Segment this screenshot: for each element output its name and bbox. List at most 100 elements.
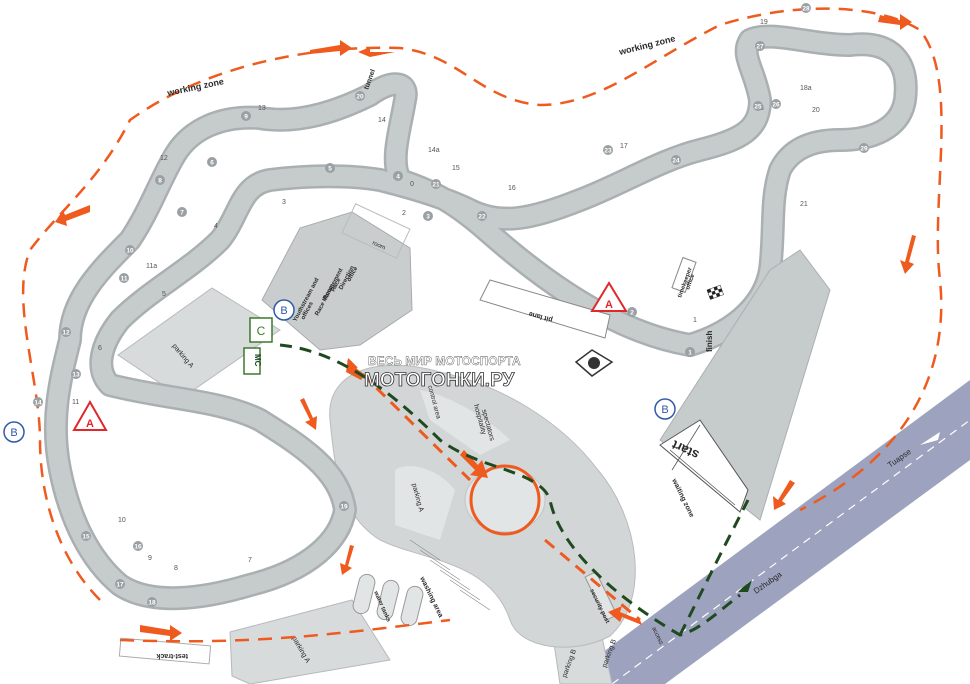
turn-number: 18a [800, 85, 812, 92]
svg-text:24: 24 [672, 158, 680, 165]
marshal-post: 19 [339, 501, 349, 511]
svg-text:6: 6 [210, 160, 214, 167]
svg-text:12: 12 [62, 330, 70, 337]
green-route [279, 343, 752, 637]
marker-a-letter: A [86, 418, 94, 430]
svg-text:27: 27 [756, 44, 764, 51]
marshal-post: 22 [477, 211, 487, 221]
marshal-post: 4 [393, 171, 403, 181]
marshal-post: 7 [177, 207, 187, 217]
svg-text:20: 20 [356, 94, 364, 101]
svg-text:23: 23 [604, 148, 612, 155]
turn-number: 15 [452, 165, 460, 172]
svg-text:7: 7 [180, 210, 184, 217]
route-arrow-icon [300, 398, 317, 430]
turn-number: 11 [72, 399, 79, 406]
marker-b-paddock: B [273, 299, 295, 321]
watermark-line-2: МОТОГОНКИ.РУ [364, 370, 514, 391]
marshal-post: 9 [241, 111, 251, 121]
marker-a-right: A [590, 281, 628, 312]
turn-number: 3 [282, 199, 286, 206]
route-arrow-icon [900, 235, 916, 274]
svg-text:10: 10 [126, 248, 134, 255]
working-zone-left-label: working zone [165, 76, 224, 98]
turn-number: 16 [508, 185, 516, 192]
marshal-post: 10 [125, 245, 135, 255]
route-arrow-icon [55, 205, 90, 226]
orange-arrows [55, 14, 916, 641]
svg-text:13: 13 [72, 372, 80, 379]
turn-number: 6 [98, 345, 102, 352]
svg-text:16: 16 [134, 544, 142, 551]
marshal-post: 1 [685, 347, 695, 357]
turn-number: 19 [760, 19, 768, 26]
svg-text:29: 29 [860, 146, 868, 153]
svg-text:1: 1 [688, 350, 692, 357]
marshal-post: 5 [325, 163, 335, 173]
turn-number: 17 [620, 143, 628, 150]
svg-text:4: 4 [396, 174, 400, 181]
route-arrow-icon [358, 47, 395, 57]
parking-areas: parking A parking A parking B parking B [117, 287, 618, 684]
turn-number: 20 [812, 107, 820, 114]
test-track-label: test-track [156, 652, 188, 659]
watermark: ВЕСЬ МИР МОТОСПОРТА МОТОГОНКИ.РУ [364, 349, 614, 391]
marshal-post: 28 [801, 3, 811, 13]
svg-text:11: 11 [121, 276, 128, 283]
turn-number: 9 [148, 555, 152, 562]
marshal-post: 20 [355, 91, 365, 101]
marshal-post: 23 [603, 145, 613, 155]
svg-text:22: 22 [478, 214, 486, 221]
marshal-posts: 1 2 3 4 5 6 7 8 9 10 11 12 13 14 15 16 1… [33, 3, 869, 607]
marshal-post: 29 [859, 143, 869, 153]
checkered-flag-icon [706, 284, 724, 300]
race-track: start pit lane test-track [43, 24, 918, 665]
marshal-post: 3 [423, 211, 433, 221]
turn-number: 14a [428, 147, 440, 154]
turn-number: 13 [258, 105, 266, 112]
svg-text:18: 18 [148, 600, 156, 607]
turn-number: 14 [378, 117, 386, 124]
marker-c-letter: C [257, 324, 266, 338]
svg-text:14: 14 [34, 400, 42, 407]
marshal-post: 12 [61, 327, 71, 337]
marshal-post: 14 [33, 397, 43, 407]
turn-number: 4 [214, 223, 218, 230]
marshal-post: 18 [147, 597, 157, 607]
svg-text:3: 3 [426, 214, 430, 221]
turn-number: 0 [410, 181, 414, 188]
route-arrow-icon [340, 545, 354, 575]
road-arrow-icon [920, 432, 940, 445]
svg-text:5: 5 [328, 166, 332, 173]
turn-number: 11a [146, 263, 157, 270]
svg-text:21: 21 [432, 182, 440, 189]
turn-number: 21 [800, 201, 808, 208]
marker-a-letter: A [605, 299, 613, 311]
turn-number: 1 [693, 317, 697, 324]
svg-text:25: 25 [754, 104, 762, 111]
svg-text:9: 9 [244, 114, 248, 121]
svg-text:8: 8 [158, 178, 162, 185]
route-arrow-icon [773, 480, 795, 510]
waiting-zone-label: waiting zone [670, 477, 695, 519]
turn-number: 8 [174, 565, 178, 572]
markers: A A B B B C MC [3, 281, 676, 443]
svg-text:28: 28 [802, 6, 810, 13]
turn-number: 7 [248, 557, 252, 564]
marker-c: C [249, 317, 273, 343]
marker-mc: MC [243, 347, 262, 375]
svg-text:15: 15 [82, 534, 90, 541]
svg-text:26: 26 [772, 102, 780, 109]
marshal-post: 8 [155, 175, 165, 185]
marshal-post: 25 [753, 101, 763, 111]
route-arrow-icon [878, 14, 912, 30]
highway: Tuapse Dzhubga [560, 380, 970, 684]
marshal-post: 6 [207, 157, 217, 167]
marker-b-letter: B [280, 305, 287, 317]
green-arrow-icon [738, 580, 752, 592]
marshal-post: 26 [771, 99, 781, 109]
marshal-post: 13 [71, 369, 81, 379]
route-arrow-icon [140, 625, 182, 641]
watermark-line-1: ВЕСЬ МИР МОТОСПОРТА [368, 354, 521, 368]
